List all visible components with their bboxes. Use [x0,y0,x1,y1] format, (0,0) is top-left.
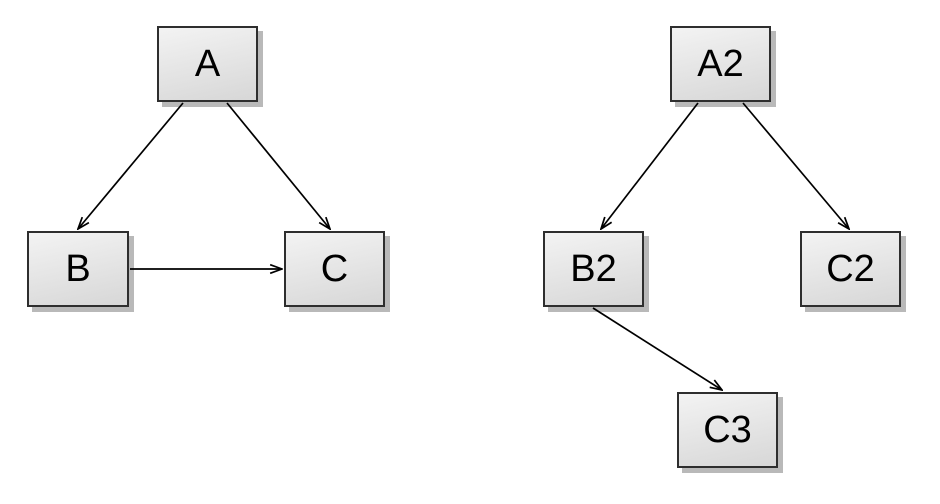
node-B[interactable]: B [27,231,129,307]
node-A2-label: A2 [697,43,744,85]
node-B2[interactable]: B2 [543,231,644,307]
edge-A2-to-B2 [601,102,699,229]
node-C2[interactable]: C2 [800,231,901,307]
node-C3-label: C3 [703,409,752,451]
edge-A-to-B [78,102,184,229]
node-C3[interactable]: C3 [677,392,778,468]
node-B-label: B [65,248,91,290]
edge-A2-to-C2 [742,102,849,229]
node-B2-label: B2 [570,248,617,290]
edge-B2-to-C3 [592,307,722,390]
node-C2-label: C2 [826,248,875,290]
node-A[interactable]: A [157,26,258,102]
node-C[interactable]: C [284,231,385,307]
node-C-label: C [320,248,349,290]
edge-A-to-C [226,102,330,229]
node-A2[interactable]: A2 [670,26,771,102]
node-A-label: A [194,43,221,85]
